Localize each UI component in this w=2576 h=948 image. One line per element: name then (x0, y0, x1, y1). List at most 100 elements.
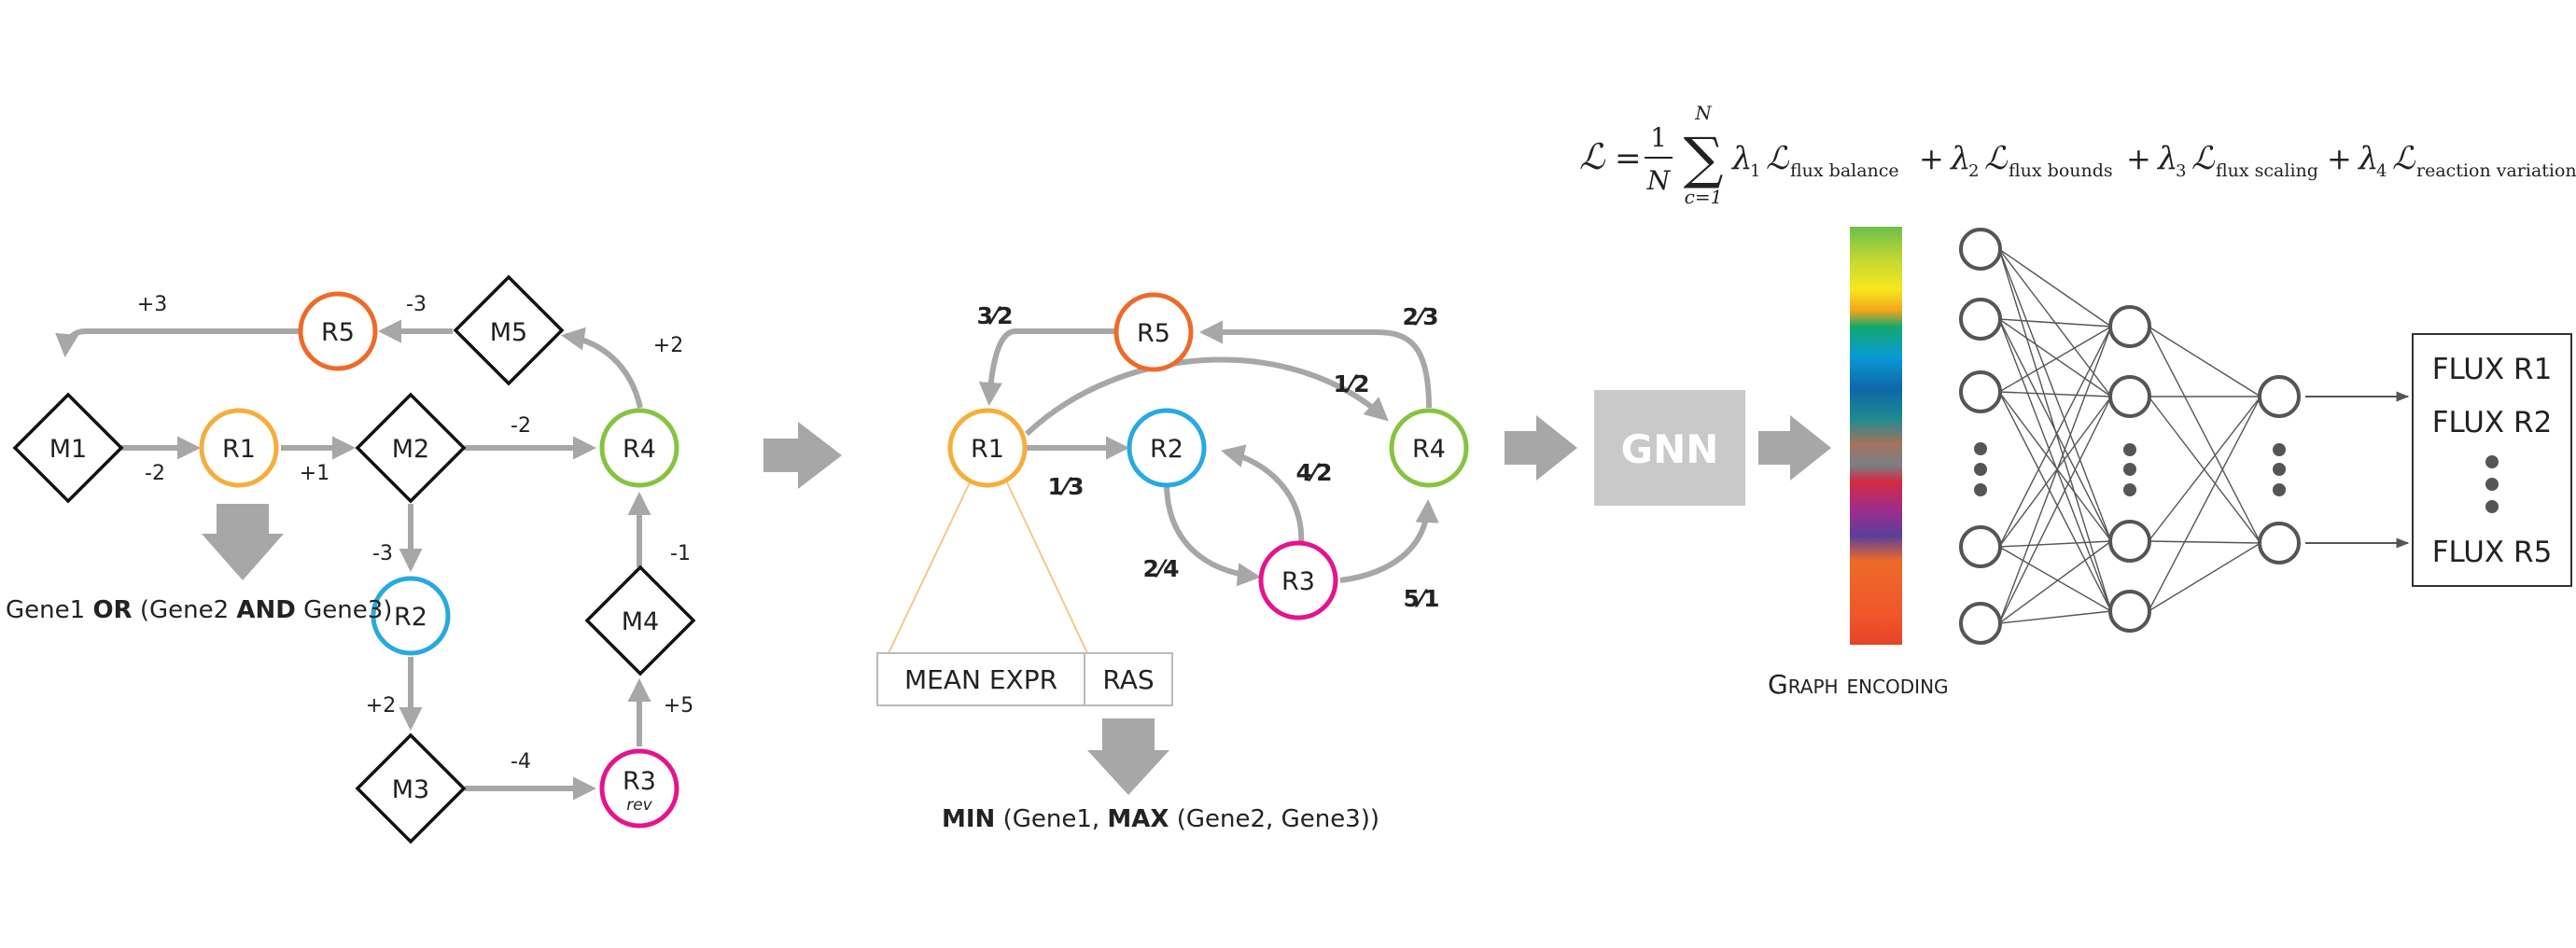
gpr-rule: Gene1 OR (Gene2 AND Gene3) (6, 596, 392, 624)
loss-plus: + (1919, 141, 1944, 176)
edge-weights: 3⁄2 1⁄2 2⁄3 1⁄3 2⁄4 4⁄2 5⁄1 (977, 302, 1440, 612)
metabolite-nodes (12, 274, 696, 844)
nn-edge (2148, 326, 2261, 544)
label-m1: M1 (49, 435, 87, 464)
edge-r5-r1 (978, 328, 1118, 407)
loss-plus: + (2327, 141, 2352, 176)
coef-m2-r2: -3 (372, 542, 393, 565)
nn-edge (1998, 326, 2112, 624)
feature-line-left (888, 480, 972, 654)
feature-box: MEAN EXPR RAS (876, 652, 1173, 706)
nn-node (1959, 370, 2002, 413)
loss-lambda: λ (1730, 140, 1753, 177)
gnn-box (1594, 390, 1745, 506)
loss-one: 1 (1650, 122, 1667, 153)
graph-node-r5 (1113, 292, 1194, 372)
coef-m2-r4: -2 (511, 414, 531, 438)
label-r1: R1 (222, 435, 256, 464)
coef-m4-r4: -1 (670, 542, 691, 565)
reaction-r2 (371, 576, 451, 656)
nn-edge (2148, 542, 2261, 612)
arrow-to-graph (763, 422, 842, 489)
reaction-r4 (599, 408, 679, 488)
edge-r4-m5 (561, 327, 643, 409)
ras-label: RAS (1102, 664, 1154, 695)
reaction-r5 (298, 291, 378, 371)
arrow-to-encoding (1758, 415, 1831, 481)
ras-cell (1084, 652, 1173, 706)
nn-edge (1998, 546, 2112, 612)
loss-lambda-index: 4 (2376, 161, 2387, 181)
label-r3: R3 (623, 767, 656, 796)
metabolite-m3 (355, 732, 467, 844)
nn-edge (1998, 318, 2112, 397)
coef-m5-r5: -3 (406, 293, 427, 316)
nn-edge (1998, 540, 2112, 548)
loss-lambda-index: 2 (1968, 161, 1979, 181)
nn-ellipsis-dot (2123, 463, 2136, 476)
label-r2: R2 (394, 603, 427, 632)
flux-r2: FLUX R2 (2432, 406, 2553, 439)
label-m2: M2 (392, 435, 429, 464)
loss-plus: + (2126, 141, 2151, 176)
nn-edge (1998, 391, 2112, 612)
down-arrow-ras (1087, 718, 1169, 795)
nn-ellipsis-dot (2273, 463, 2286, 476)
gnn-label: GNN (1621, 426, 1719, 472)
loss-lambda: λ (2156, 140, 2178, 177)
graph-node-r2 (1127, 408, 1207, 488)
label-r3-rev: rev (626, 796, 652, 815)
nn-ellipsis-dot (2123, 483, 2136, 496)
graph-encoding-label: Graph encoding (1768, 669, 1949, 700)
left-network (55, 319, 651, 801)
nn-node (2258, 522, 2301, 565)
metabolite-m2 (355, 392, 467, 504)
weight-r3-r4: 5⁄1 (1404, 585, 1440, 612)
graph-label-r3: R3 (1281, 567, 1315, 596)
reaction-r1 (199, 408, 279, 488)
nn-edge (2148, 540, 2261, 544)
nn-ellipsis-dot (2273, 483, 2286, 496)
nn-edge (1998, 396, 2112, 624)
left-node-labels: M1 M2 M3 M4 M5 R1 R2 R3 rev R4 R5 (49, 318, 659, 815)
weight-r1-r2: 1⁄3 (1048, 473, 1085, 500)
graph-label-r5: R5 (1137, 319, 1170, 348)
graph-node-r1 (947, 408, 1028, 488)
nn-edge (1998, 391, 2112, 397)
nn-edge (1998, 610, 2112, 624)
mean-expr-label: MEAN EXPR (904, 664, 1057, 695)
loss-denominator: N (1646, 165, 1672, 196)
graph-label-r4: R4 (1412, 435, 1446, 464)
nn-ellipsis-dot (1974, 442, 1987, 455)
graph-label-r1: R1 (971, 435, 1004, 464)
flux-ellipsis (2485, 455, 2499, 513)
metabolite-m1 (12, 392, 124, 504)
weight-r3-r2: 4⁄2 (1296, 459, 1333, 486)
nn-node (2108, 375, 2151, 418)
coef-r4-m5: +2 (653, 334, 683, 357)
nn-node (2108, 590, 2151, 633)
nn-connections (1998, 248, 2261, 624)
edge-r2-r3 (1164, 486, 1262, 587)
nn-edge (2148, 326, 2261, 397)
loss-term-subscript: reaction variation (2416, 160, 2576, 181)
nn-edge (1998, 540, 2112, 624)
coef-r3-m4: +5 (664, 694, 693, 718)
nn-node (1959, 525, 2002, 568)
weight-r2-r3: 2⁄4 (1143, 555, 1180, 582)
nn-node (2108, 305, 2151, 348)
weight-r5-r1: 3⁄2 (977, 302, 1014, 329)
loss-lambda: λ (2357, 140, 2379, 177)
loss-term-subscript: flux bounds (2009, 160, 2113, 181)
reaction-nodes (199, 291, 679, 829)
coef-r2-m3: +2 (366, 694, 396, 718)
nn-ellipsis-dot (2273, 443, 2286, 456)
flux-r1: FLUX R1 (2432, 353, 2553, 386)
nn-nodes (1959, 228, 2301, 645)
nn-ellipsis-dot (1974, 483, 1987, 496)
label-m4: M4 (622, 607, 659, 636)
graph-node-r3 (1258, 540, 1338, 620)
loss-lambda-index: 3 (2176, 161, 2186, 181)
sum-lower: c=1 (1685, 186, 1723, 208)
